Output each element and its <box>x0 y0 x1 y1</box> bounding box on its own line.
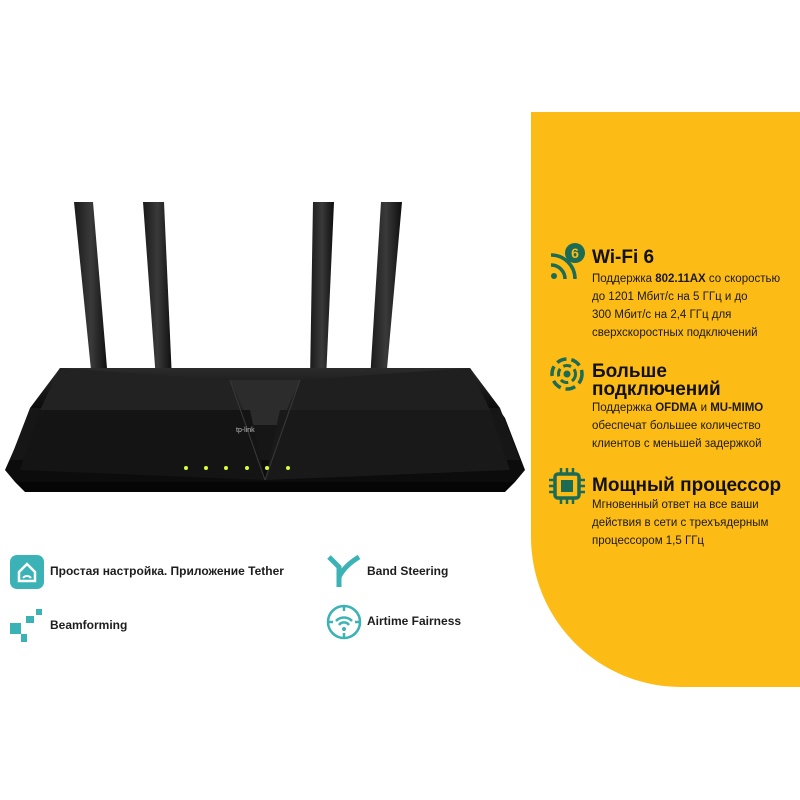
antenna <box>143 202 172 380</box>
description-line: Поддержка 802.11AX со скоростью <box>592 270 780 288</box>
tether-app-icon <box>10 555 44 589</box>
feature-title-line1: Больше <box>592 361 667 382</box>
svg-text:6: 6 <box>571 245 579 261</box>
description-line: клиентов с меньшей задержкой <box>592 435 763 453</box>
description-text: действия в сети с трехъядерным <box>592 517 769 529</box>
description-text: 300 Мбит/с на 2,4 ГГц для <box>592 309 732 321</box>
feature-label: Band Steering <box>367 564 449 578</box>
feature-label: Airtime Fairness <box>367 614 462 628</box>
feature-label: Beamforming <box>50 618 128 632</box>
feature-description: Поддержка OFDMA и MU-MIMO обеспечат больш… <box>592 399 763 453</box>
feature-description: Поддержка 802.11AX со скоростью до 1201 М… <box>592 270 780 342</box>
antenna <box>74 202 108 380</box>
features-panel <box>531 112 800 687</box>
description-text: сверхскоростных подключений <box>592 327 758 339</box>
description-text: процессором 1,5 ГГц <box>592 535 705 547</box>
description-line: обеспечат большее количество <box>592 417 763 435</box>
description-line: Поддержка OFDMA и MU-MIMO <box>592 399 763 417</box>
description-text: Поддержка <box>592 402 656 414</box>
multi-connection-icon <box>550 357 584 391</box>
airtime-fairness-icon <box>326 604 362 640</box>
brand-logo: tp-link <box>236 427 255 434</box>
wifi6-icon: 6 <box>550 243 585 279</box>
description-line: до 1201 Мбит/с на 5 ГГц и до <box>592 288 780 306</box>
band-steering-icon <box>327 554 361 587</box>
description-text: Поддержка <box>592 273 656 285</box>
description-line: сверхскоростных подключений <box>592 324 780 342</box>
description-keyword: MU-MIMO <box>710 402 764 414</box>
cpu-icon <box>549 468 585 504</box>
status-leds <box>184 466 290 470</box>
description-text: обеспечат большее количество <box>592 420 761 432</box>
description-line: Мгновенный ответ на все ваши <box>592 496 768 514</box>
description-text: Мгновенный ответ на все ваши <box>592 499 759 511</box>
feature-title: Мощный процессор <box>592 475 782 496</box>
description-text: клиентов с меньшей задержкой <box>592 438 762 450</box>
description-text: и <box>697 402 711 414</box>
router-image: tp-link <box>5 202 525 492</box>
description-keyword: OFDMA <box>655 402 698 414</box>
description-text: со скоростью <box>705 273 781 285</box>
antenna <box>370 202 402 380</box>
description-keyword: 802.11AX <box>655 273 706 285</box>
feature-description: Мгновенный ответ на все ваши действия в с… <box>592 496 768 550</box>
antenna <box>310 202 334 380</box>
feature-title-line2: подключений <box>592 379 721 400</box>
description-line: действия в сети с трехъядерным <box>592 514 768 532</box>
description-text: до 1201 Мбит/с на 5 ГГц и до <box>592 291 748 303</box>
feature-label: Простая настройка. Приложение Tether <box>50 564 284 578</box>
description-line: процессором 1,5 ГГц <box>592 532 768 550</box>
description-line: 300 Мбит/с на 2,4 ГГц для <box>592 306 780 324</box>
feature-title: Wi-Fi 6 <box>592 247 655 268</box>
beamforming-icon <box>10 609 42 642</box>
